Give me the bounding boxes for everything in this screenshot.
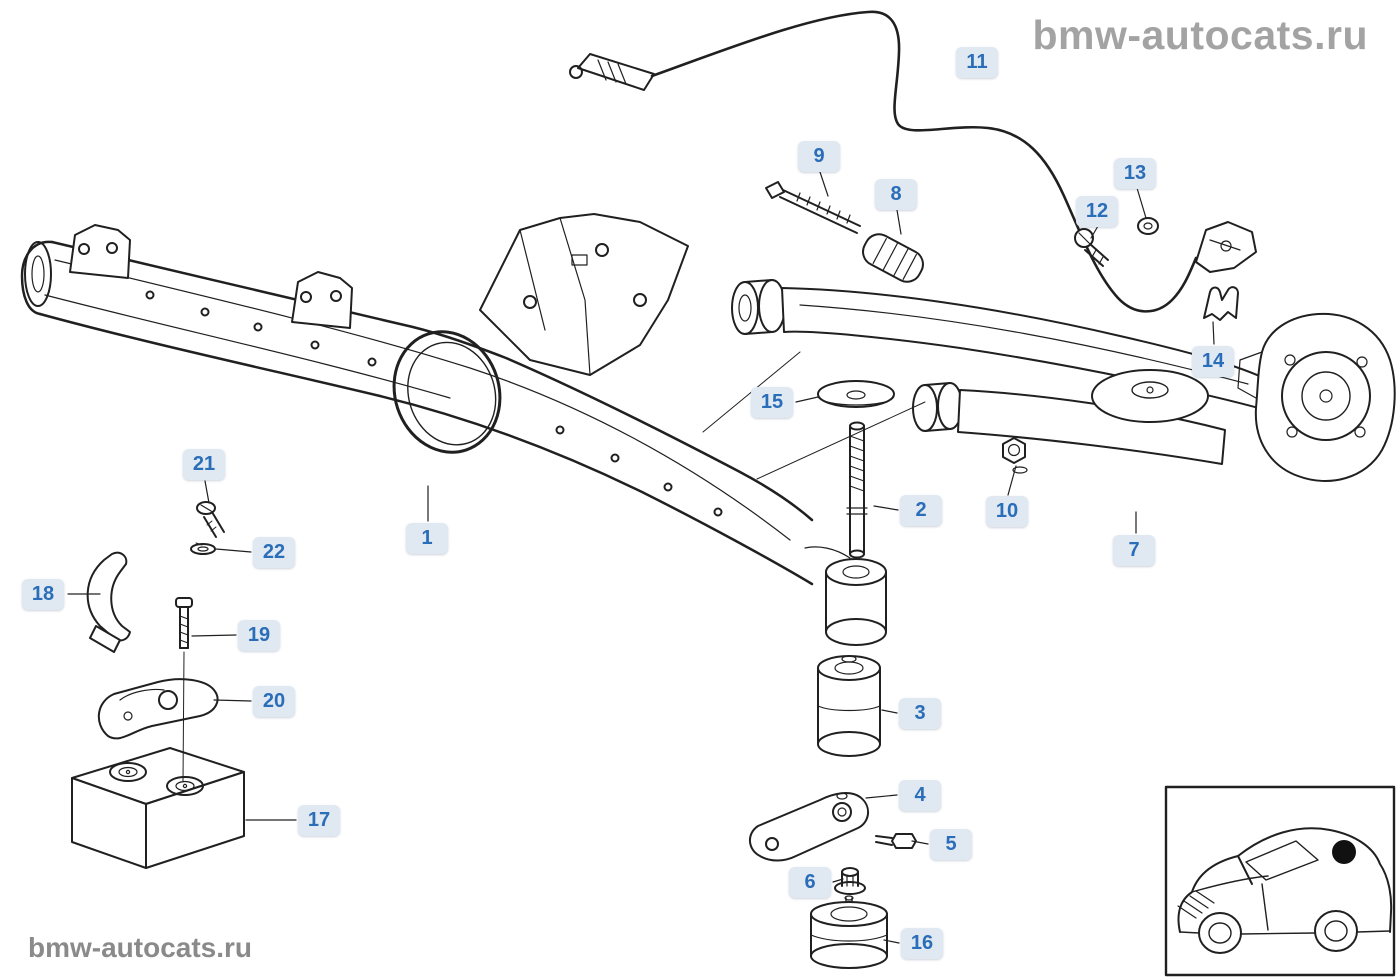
bushing-8: [862, 233, 924, 283]
stud-2: [846, 421, 868, 559]
part-label-4[interactable]: 4: [899, 780, 941, 811]
part-label-8[interactable]: 8: [875, 179, 917, 210]
nut-6: [834, 867, 866, 895]
axle-location-dot: [1332, 840, 1356, 864]
screw-21: [196, 501, 225, 538]
part-label-18[interactable]: 18: [22, 579, 64, 610]
bracket-4: [749, 792, 869, 862]
clip-14: [1203, 286, 1239, 321]
part-label-15[interactable]: 15: [751, 387, 793, 418]
part-label-20[interactable]: 20: [253, 686, 295, 717]
car-location-inset: [1164, 785, 1396, 977]
bushing-16: [810, 895, 888, 969]
part-label-21[interactable]: 21: [183, 449, 225, 480]
watermark-top-right: bmw-autocats.ru: [1032, 12, 1368, 58]
bolt-19: [175, 597, 193, 649]
part-label-16[interactable]: 16: [901, 928, 943, 959]
part-label-2[interactable]: 2: [900, 495, 942, 526]
bushing-3: [817, 655, 881, 757]
part-label-7[interactable]: 7: [1113, 535, 1155, 566]
washer-13: [1137, 217, 1159, 235]
part-label-14[interactable]: 14: [1192, 346, 1234, 377]
washer-15: [817, 380, 895, 408]
part-label-9[interactable]: 9: [798, 141, 840, 172]
abs-sensor-cable: [569, 10, 1257, 313]
part-label-17[interactable]: 17: [298, 805, 340, 836]
leader-lines: [67, 171, 1215, 944]
bracket-20: [98, 678, 219, 740]
part-label-12[interactable]: 12: [1076, 196, 1118, 227]
bolt-5: [875, 833, 917, 849]
bolt-9: [765, 181, 861, 234]
part-label-11[interactable]: 11: [956, 47, 998, 78]
strap-18: [86, 542, 203, 653]
nut-10: [1002, 437, 1028, 474]
part-label-3[interactable]: 3: [899, 698, 941, 729]
part-label-19[interactable]: 19: [238, 620, 280, 651]
watermark-bottom-left: bmw-autocats.ru: [28, 932, 253, 963]
rubber-block-17: [71, 651, 245, 869]
subframe-carrier: [20, 213, 887, 646]
part-label-1[interactable]: 1: [406, 523, 448, 554]
part-label-10[interactable]: 10: [986, 496, 1028, 527]
trailing-arm: [702, 279, 1396, 482]
washer-22: [190, 543, 216, 555]
part-label-13[interactable]: 13: [1114, 158, 1156, 189]
part-label-5[interactable]: 5: [930, 829, 972, 860]
part-label-6[interactable]: 6: [789, 867, 831, 898]
part-label-22[interactable]: 22: [253, 537, 295, 568]
bolt-12: [1074, 228, 1109, 267]
